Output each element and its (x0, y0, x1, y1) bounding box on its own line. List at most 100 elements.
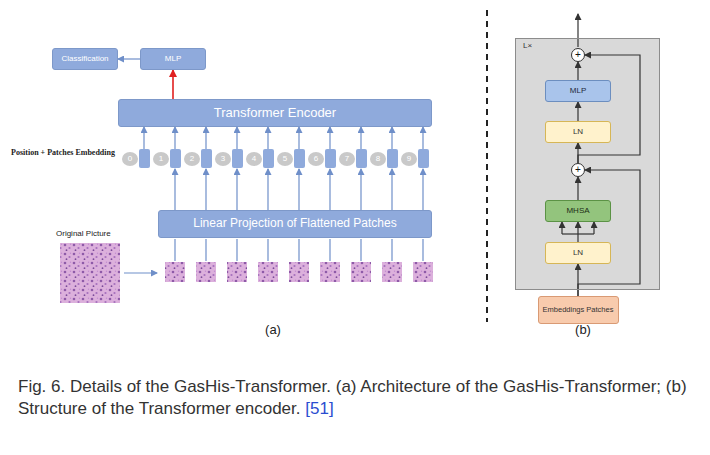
patch-line (236, 239, 237, 261)
output-box: Classification (52, 48, 118, 70)
patch-image (196, 262, 216, 282)
token-embedding: 7 (339, 149, 369, 169)
patch-image (289, 262, 309, 282)
node-text: L× (523, 41, 532, 50)
connector-line (391, 169, 392, 210)
patch-image (227, 262, 247, 282)
connector (268, 127, 269, 149)
connector-line (577, 234, 578, 242)
connector (423, 127, 424, 149)
token-embedding: 1 (153, 149, 183, 169)
node-text: MLP (165, 54, 181, 63)
token-embedding: 5 (277, 149, 307, 169)
patch-embedding (387, 149, 398, 168)
encoder-box: Transformer Encoder (118, 99, 432, 127)
patch-row (165, 262, 433, 282)
connector-line (422, 127, 423, 149)
input-box: Embeddings Patches (538, 296, 619, 324)
position-number: 5 (283, 154, 287, 163)
connector (237, 169, 238, 210)
connector-line (593, 222, 594, 234)
position-oval: 0 (122, 152, 138, 166)
token-embedding: 2 (184, 149, 214, 169)
position-oval: 1 (153, 152, 169, 166)
figure-caption: Fig. 6. Details of the GasHis-Transforme… (18, 377, 687, 418)
panel-label: (a) (258, 322, 288, 338)
sum-circle: + (571, 163, 585, 177)
patch-embedding (263, 149, 274, 168)
connector-line (174, 169, 175, 210)
connector (578, 170, 640, 296)
encoder-block-fill (515, 38, 660, 290)
connector-line (236, 127, 237, 149)
connector (578, 55, 640, 163)
position-number: 9 (407, 154, 411, 163)
connector-line (172, 70, 174, 99)
connector-line (118, 58, 140, 59)
connector (578, 102, 579, 121)
position-number: 0 (128, 154, 132, 163)
node-text: MHSA (566, 206, 589, 215)
node-text: MLP (570, 86, 586, 95)
connector (299, 127, 300, 149)
connector-line (267, 169, 268, 210)
connector (237, 127, 238, 149)
patch-image (382, 262, 402, 282)
patch-line (329, 239, 330, 261)
position-number: 6 (314, 154, 318, 163)
layernorm-box: LN (545, 242, 611, 264)
image-label: Original Picture (56, 229, 126, 239)
patch-line (391, 239, 392, 261)
attention-box: MHSA (545, 200, 611, 222)
patch-embedding (418, 149, 429, 168)
connector (118, 59, 140, 60)
token-embedding: 6 (308, 149, 338, 169)
connector-line (267, 127, 268, 149)
connector (361, 127, 362, 149)
connector (330, 127, 331, 149)
patch-embedding (294, 149, 305, 168)
position-oval: 8 (370, 152, 386, 166)
connector (423, 169, 424, 210)
position-oval: 9 (401, 152, 417, 166)
connector-line (205, 169, 206, 210)
position-number: 4 (252, 154, 256, 163)
connector (562, 222, 594, 242)
panel-label: (b) (568, 322, 598, 338)
layernorm-box: LN (545, 121, 611, 143)
node-text: Transformer Encoder (214, 106, 336, 121)
patch-image (258, 262, 278, 282)
connector-line (360, 127, 361, 149)
histology-image (60, 243, 120, 303)
connector-line (329, 127, 330, 149)
connector-line (577, 62, 578, 80)
connector (268, 169, 269, 210)
connector-line (360, 169, 361, 210)
connector (206, 127, 207, 149)
caption-block: Fig. 6. Details of the GasHis-Transforme… (18, 376, 702, 420)
node-text: LN (573, 127, 583, 136)
connector (578, 177, 579, 200)
connector (361, 169, 362, 210)
position-oval: 4 (246, 152, 262, 166)
connector (175, 169, 176, 210)
connector (330, 169, 331, 210)
panel-divider (486, 10, 488, 322)
patch-embedding (170, 149, 181, 168)
citation-link: [51] (305, 399, 333, 418)
connector (173, 70, 174, 99)
connector-line (422, 169, 423, 210)
patch-line (360, 239, 361, 261)
patch-embedding (232, 149, 243, 168)
mlp-box: MLP (545, 80, 611, 102)
position-oval: 3 (215, 152, 231, 166)
patch-embedding (201, 149, 212, 168)
token-embedding: 0 (122, 149, 152, 169)
connector (144, 127, 145, 149)
token-embedding: 3 (215, 149, 245, 169)
node-text: LN (573, 248, 583, 257)
connector-line (578, 170, 640, 296)
patch-line (422, 239, 423, 261)
patch-embedding (356, 149, 367, 168)
